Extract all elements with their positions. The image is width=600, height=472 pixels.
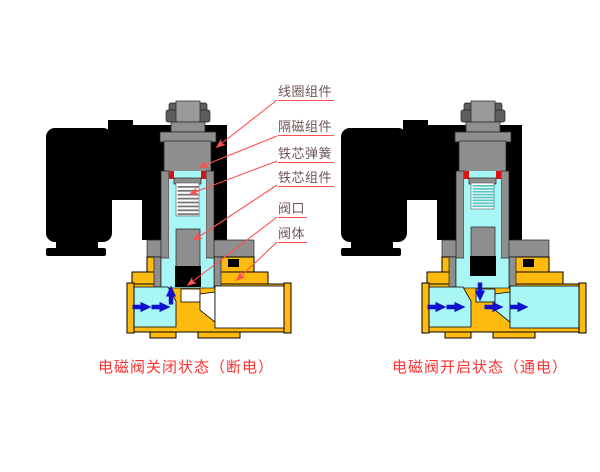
part-label-core-assembly: 铁芯组件 (278, 170, 335, 187)
caption-closed-state: 电磁阀关闭状态（断电） (97, 360, 274, 376)
part-label-core-spring: 铁芯弹簧 (278, 146, 335, 163)
leader-line (198, 135, 278, 168)
part-label-valve-body: 阀体 (278, 226, 308, 243)
valve-closed-diagram (46, 100, 292, 339)
flow-arrow-icon (446, 301, 466, 313)
leader-line (235, 241, 278, 282)
caption-open-state: 电磁阀开启状态（通电） (391, 360, 568, 376)
leader-line (188, 160, 278, 195)
flow-arrow-icon (165, 285, 177, 305)
flow-arrow-icon (474, 282, 486, 302)
part-label-coil-assembly: 线圈组件 (278, 84, 335, 101)
valve-open-diagram (341, 100, 587, 339)
leader-line (192, 184, 278, 241)
leader-line (186, 216, 278, 287)
leader-line (215, 99, 278, 149)
flow-arrow-icon (509, 301, 529, 313)
flow-arrow-icon (132, 301, 152, 313)
flow-arrow-icon (427, 301, 447, 313)
flow-arrow-icon (484, 301, 504, 313)
flow-arrow-icon (151, 301, 171, 313)
part-label-isolation-assembly: 隔磁组件 (278, 119, 335, 136)
part-label-valve-port: 阀口 (278, 201, 308, 218)
leader-lines (186, 99, 278, 287)
